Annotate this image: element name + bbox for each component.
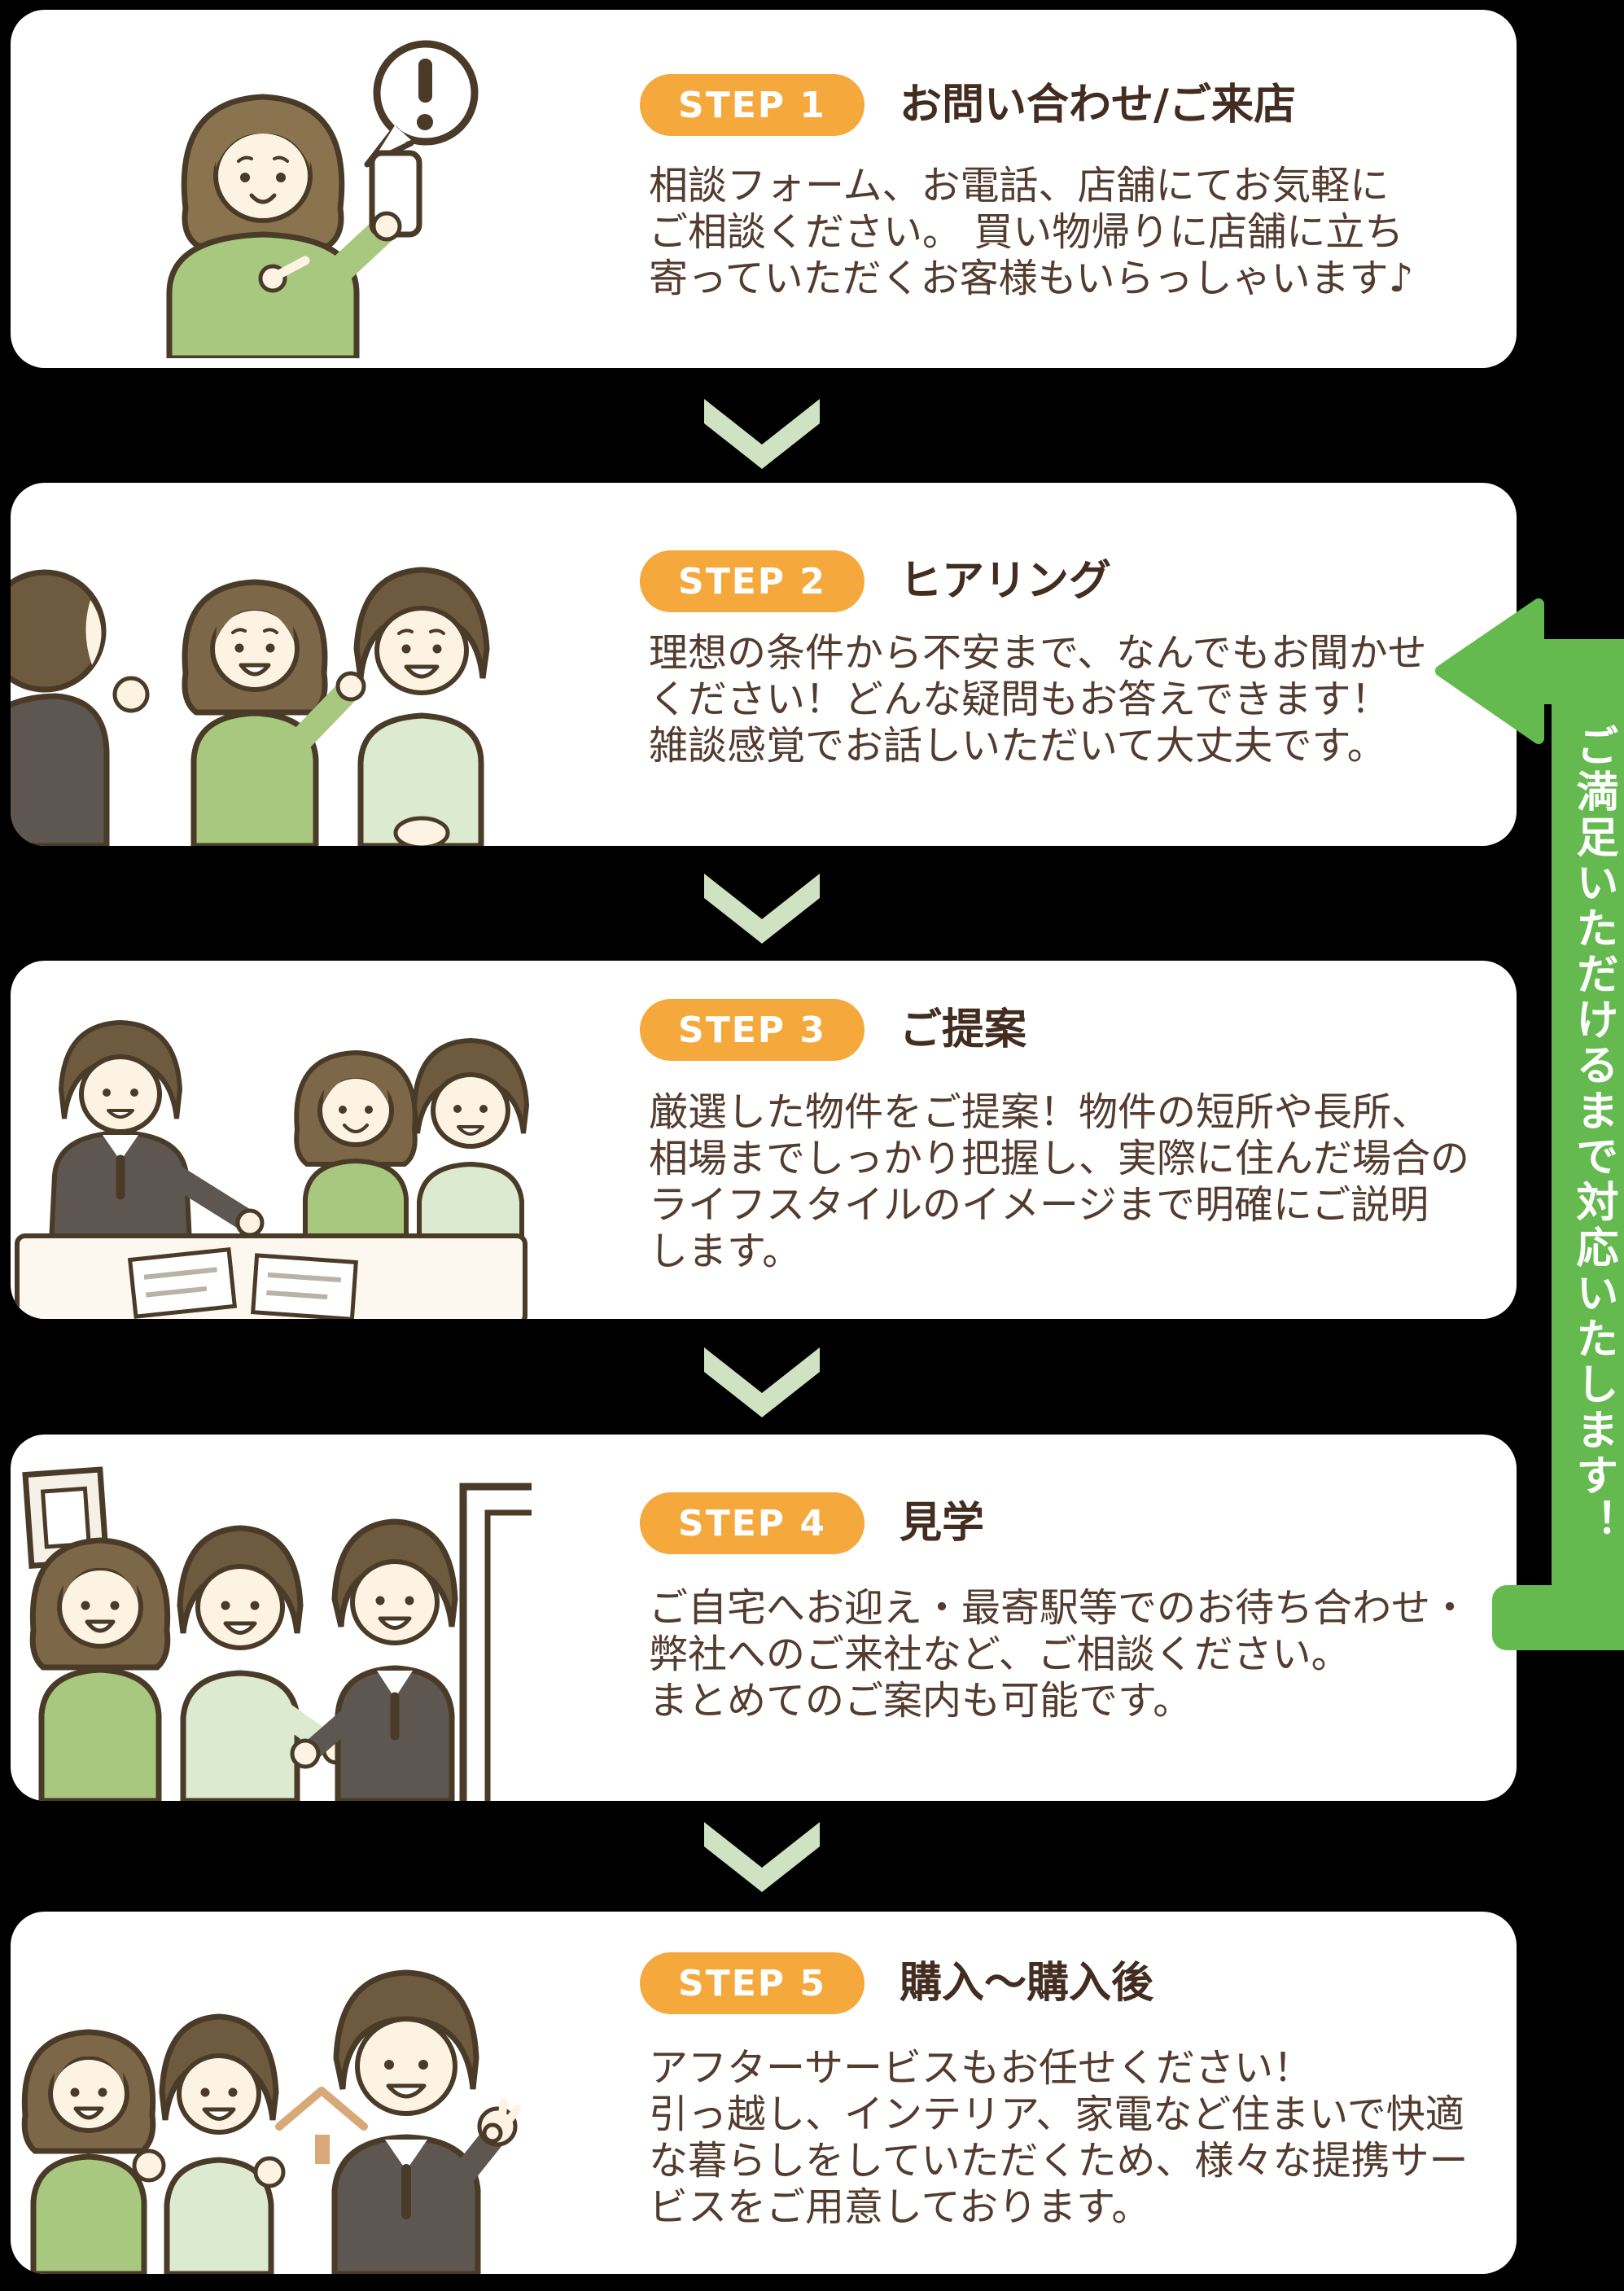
step-badge: STEP 4 — [640, 1492, 865, 1554]
description-line: 相談フォーム、お電話、店舗にてお気軽に — [649, 163, 1390, 208]
step-description: 理想の条件から不安まで、なんでもお聞かせ ください！どんな疑問もお答えできます！… — [649, 630, 1427, 769]
step-description: 相談フォーム、お電話、店舗にてお気軽に ご相談ください。 買い物帰りに店舗に立ち… — [649, 163, 1413, 302]
speech-bubble-exclamation-icon — [364, 40, 479, 168]
down-chevron-icon — [704, 1347, 820, 1417]
description-line: 雑談感覚でお話しいただいて大丈夫です。 — [649, 723, 1386, 769]
down-chevron-icon — [704, 399, 820, 469]
agent-hearing-couple-illustration — [11, 567, 490, 846]
description-line: ライフスタイルのイメージまで明確にご説明 — [649, 1182, 1429, 1228]
down-chevron-icon — [704, 1822, 820, 1892]
step2-card: STEP 2 ヒアリング 理想の条件から不安まで、なんでもお聞かせ ください！ど… — [11, 483, 1517, 846]
description-line: ご相談ください。 買い物帰りに店舗に立ち — [649, 209, 1404, 255]
description-line: 弊社へのご来社など、ご相談ください。 — [649, 1632, 1350, 1677]
satisfaction-banner-text: ご満足いただけるまで対応いたします！ — [1569, 724, 1617, 1544]
down-chevron-icon — [704, 874, 820, 944]
step-description: ご自宅へお迎え・最寄駅等でのお待ち合わせ・ 弊社へのご来社など、ご相談ください。… — [649, 1585, 1469, 1724]
step-description: アフターサービスもお任せください！ 引っ越し、インテリア、家電など住まいで快適 … — [649, 2045, 1469, 2231]
step-badge: STEP 2 — [640, 550, 865, 612]
step-title: 見学 — [900, 1499, 985, 1548]
step-title: ヒアリング — [900, 557, 1112, 606]
description-line: な暮らしをしていただくため、様々な提携サー — [649, 2138, 1469, 2184]
step-badge: STEP 5 — [640, 1952, 865, 2014]
step-badge-label: STEP 3 — [678, 1009, 826, 1051]
step-badge-label: STEP 2 — [678, 560, 826, 602]
step4-card: STEP 4 見学 ご自宅へお迎え・最寄駅等でのお待ち合わせ・ 弊社へのご来社な… — [11, 1435, 1517, 1801]
description-line: 相場までしっかり把握し、実際に住んだ場合の — [649, 1136, 1470, 1181]
description-line: ください！どんな疑問もお答えできます！ — [649, 677, 1390, 722]
house-icon — [275, 2087, 368, 2164]
step5-card: STEP 5 購入～購入後 アフターサービスもお任せください！ 引っ越し、インテ… — [11, 1912, 1517, 2274]
step3-card: STEP 3 ご提案 厳選した物件をご提案！物件の短所や長所、 相場までしっかり… — [11, 961, 1517, 1319]
description-line: 厳選した物件をご提案！物件の短所や長所、 — [649, 1089, 1431, 1135]
description-line: 引っ越し、インテリア、家電など住まいで快適 — [649, 2092, 1464, 2137]
step-badge-label: STEP 1 — [678, 84, 826, 126]
step1-card: STEP 1 お問い合わせ/ご来店 相談フォーム、お電話、店舗にてお気軽に ご相… — [11, 10, 1517, 368]
step-description: 厳選した物件をご提案！物件の短所や長所、 相場までしっかり把握し、実際に住んだ場… — [649, 1089, 1469, 1275]
step-title: ご提案 — [900, 1005, 1027, 1054]
step-badge-label: STEP 5 — [678, 1962, 826, 2004]
agent-proposal-at-table-illustration — [15, 1019, 530, 1319]
step-title: 購入～購入後 — [900, 1959, 1154, 2008]
step-badge-label: STEP 4 — [678, 1502, 826, 1544]
description-line: ご自宅へお迎え・最寄駅等でのお待ち合わせ・ — [649, 1585, 1470, 1631]
description-line: アフターサービスもお任せください！ — [649, 2045, 1313, 2091]
ok-hand-icon — [477, 2098, 521, 2147]
description-line: 寄っていただくお客様もいらっしゃいます♪ — [649, 256, 1414, 301]
house-viewing-tour-illustration — [22, 1466, 532, 1801]
description-line: まとめてのご案内も可能です。 — [649, 1678, 1193, 1724]
step-badge: STEP 1 — [640, 74, 865, 136]
satisfaction-loop-arrow — [1435, 598, 1624, 1650]
description-line: 理想の条件から不安まで、なんでもお聞かせ — [649, 630, 1427, 676]
purchase-celebration-illustration — [21, 1969, 521, 2274]
description-line: ビスをご用意しております。 — [649, 2184, 1151, 2230]
step-badge: STEP 3 — [640, 999, 865, 1061]
step-title: お問い合わせ/ご来店 — [900, 81, 1296, 129]
woman-checking-smartphone-illustration — [166, 40, 479, 358]
description-line: します。 — [649, 1229, 802, 1274]
left-arrowhead-icon — [1435, 598, 1544, 744]
